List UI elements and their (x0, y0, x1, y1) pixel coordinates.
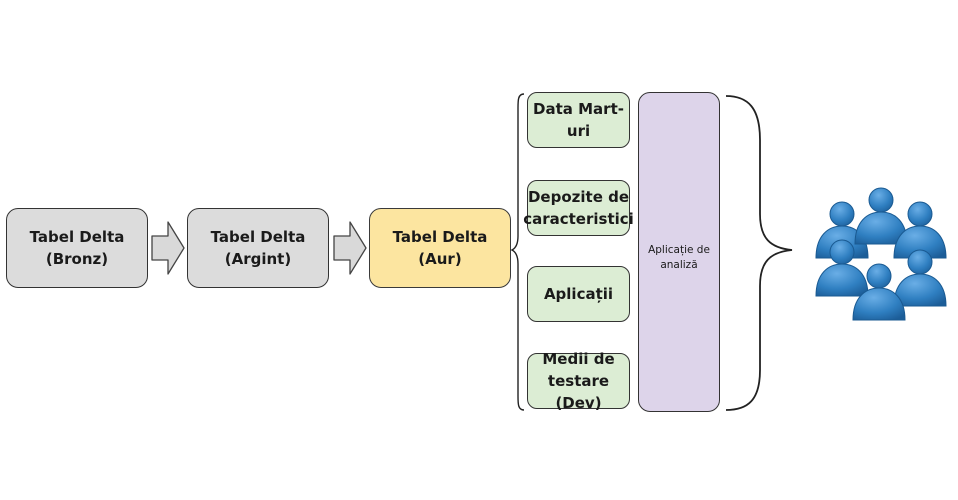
users-group-icon (815, 187, 947, 321)
user-figure (893, 249, 947, 307)
consumer-data-marts: Data Mart-uri (527, 92, 630, 148)
stage-silver: Tabel Delta (Argint) (187, 208, 329, 288)
right-brace (725, 95, 793, 411)
arrow-bronze-to-silver (151, 221, 185, 275)
consumer-feature-stores: Depozite de caracteristici (523, 180, 634, 236)
consumer-applications: Aplicații (527, 266, 630, 322)
user-figure (854, 187, 908, 245)
arrow-silver-to-gold (333, 221, 367, 275)
user-figure (815, 239, 869, 297)
consumer-dev-environments: Medii de testare (Dev) (527, 350, 630, 412)
stage-gold: Tabel Delta (Aur) (369, 208, 511, 288)
stage-bronze: Tabel Delta (Bronz) (6, 208, 148, 288)
user-figure (852, 263, 906, 321)
analytics-app-box: Aplicație de analiză (638, 92, 720, 412)
left-brace (510, 93, 525, 411)
user-figure (893, 201, 947, 259)
